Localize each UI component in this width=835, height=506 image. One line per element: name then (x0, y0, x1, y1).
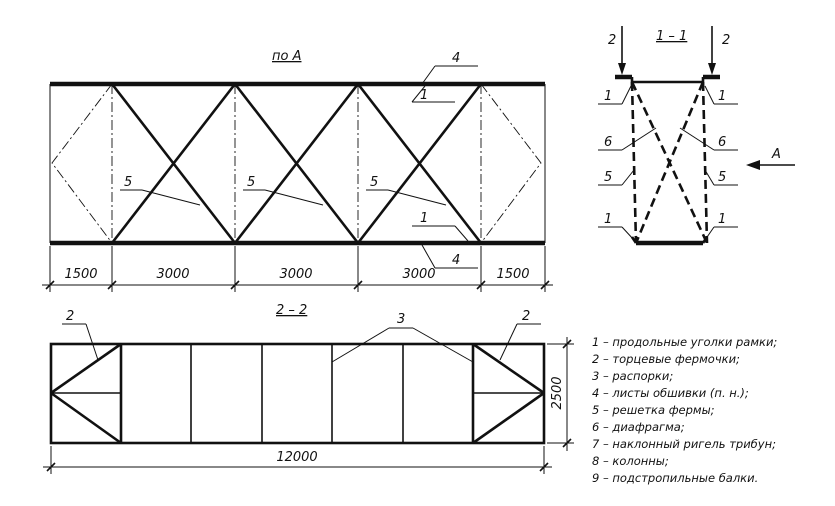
leader-line (412, 327, 474, 363)
dim-1500-right: 1500 (496, 267, 529, 282)
leader-line (421, 244, 436, 269)
side-web-right (701, 81, 709, 244)
end-truss-right (472, 342, 545, 445)
truss-lattice (110, 83, 483, 244)
dim-12000: 12000 (276, 450, 317, 465)
leader-line (454, 225, 469, 242)
label-angle: 1 (718, 89, 726, 104)
label-lattice: 5 (124, 175, 132, 190)
dim-3000: 3000 (402, 267, 435, 282)
diaphragm-diagonal (634, 81, 705, 244)
leader-line (621, 127, 657, 151)
label-sheathing-bottom: 4 (452, 253, 460, 268)
side-web-left (630, 81, 638, 244)
length-dimension (43, 446, 552, 474)
label-lattice: 5 (370, 175, 378, 190)
label-angle: 1 (718, 212, 726, 227)
arrow-head (708, 63, 716, 75)
leader-line (621, 169, 635, 186)
plan-view-title: по А (272, 49, 301, 64)
label-load-left: 2 (608, 33, 616, 48)
plan-view: по А 4 1 5 (42, 49, 553, 292)
legend-item: 4 – листы обшивки (п. н.); (592, 386, 749, 400)
legend-item: 8 – колонны; (592, 454, 669, 468)
label-end-truss-right: 2 (522, 309, 530, 324)
leader-line (331, 327, 390, 363)
legend-item: 7 – наклонный ригель трибун; (592, 437, 776, 451)
label-diaphragm: 6 (604, 135, 612, 150)
label-angle-bottom: 1 (420, 211, 428, 226)
label-angle: 1 (604, 212, 612, 227)
leader-line (704, 169, 715, 186)
label-lattice: 5 (247, 175, 255, 190)
label-angle-top: 1 (420, 88, 428, 103)
label-sheathing-top: 4 (452, 51, 460, 66)
leader-line (704, 85, 715, 105)
right-end-diamond (480, 83, 542, 244)
arrow-head (618, 63, 626, 75)
legend-item: 2 – торцевые фермочки; (592, 352, 740, 366)
leader-line (621, 226, 635, 241)
leader-line (411, 85, 426, 103)
dim-2500: 2500 (550, 376, 565, 409)
label-lattice: 5 (718, 170, 726, 185)
legend-item: 5 – решетка фермы; (592, 403, 715, 417)
legend-item: 1 – продольные уголки рамки; (592, 335, 777, 349)
leader-line (621, 85, 632, 105)
legend-item: 3 – распорки; (592, 369, 673, 383)
dim-3000: 3000 (279, 267, 312, 282)
leader-line (421, 65, 436, 85)
height-dimension (547, 337, 574, 451)
section-1-1-title: 1 – 1 (656, 29, 687, 44)
leader-line (704, 226, 715, 241)
leader-line (499, 323, 518, 361)
leader-line (679, 127, 715, 151)
section-2-2-title: 2 – 2 (276, 303, 307, 318)
legend-item: 9 – подстропильные балки. (592, 471, 758, 485)
arrow-head (746, 160, 760, 170)
section-2-2: 2 – 2 2 2 3 (43, 303, 574, 474)
end-truss-left (50, 342, 122, 445)
plan-dimension-line (42, 246, 553, 292)
leader-line (85, 323, 99, 361)
left-end-diamond (51, 83, 113, 244)
dim-3000: 3000 (156, 267, 189, 282)
label-end-truss-left: 2 (66, 309, 74, 324)
dim-1500-left: 1500 (64, 267, 97, 282)
leader-line (141, 189, 201, 206)
label-strut: 3 (397, 312, 405, 327)
leader-line (264, 189, 324, 206)
view-arrow-label: А (771, 147, 781, 162)
section-2-2-outline (49, 342, 546, 445)
label-angle: 1 (604, 89, 612, 104)
section-1-1: 1 – 1 2 2 1 6 5 1 (598, 26, 795, 246)
label-diaphragm: 6 (718, 135, 726, 150)
leader-line (387, 189, 447, 206)
label-load-right: 2 (722, 33, 730, 48)
label-lattice: 5 (604, 170, 612, 185)
legend: 1 – продольные уголки рамки; 2 – торцевы… (592, 335, 777, 485)
legend-item: 6 – диафрагма; (592, 420, 685, 434)
